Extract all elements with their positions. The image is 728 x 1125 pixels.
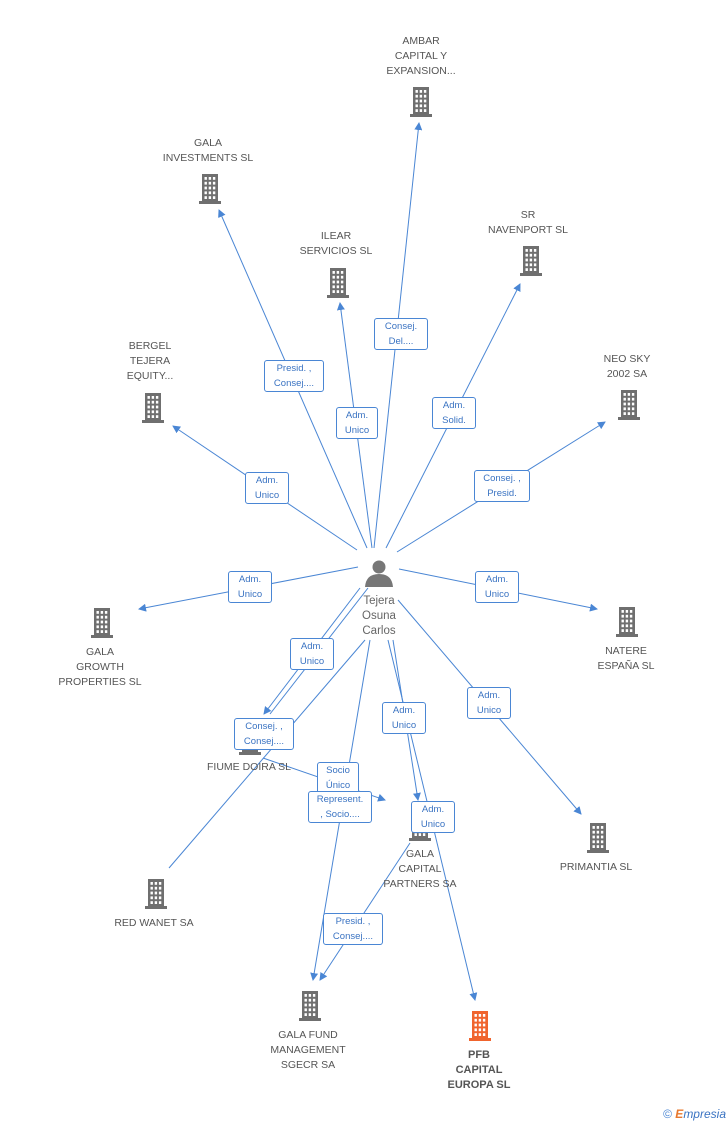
relation-label-bergel[interactable]: Adm. Unico: [245, 472, 289, 504]
relation-label-neosky[interactable]: Consej. , Presid.: [474, 470, 530, 502]
relation-label-gala-cap[interactable]: Adm. Unico: [382, 702, 426, 734]
relation-label-ilear[interactable]: Adm. Unico: [336, 407, 378, 439]
person-name[interactable]: Tejera Osuna Carlos: [362, 595, 396, 637]
relation-label-gala-growth[interactable]: Adm. Unico: [228, 571, 272, 603]
company-label-primantia[interactable]: PRIMANTIA SL: [559, 861, 633, 873]
company-label-gala-inv[interactable]: GALA INVESTMENTS SL: [162, 137, 254, 164]
brand-name: mpresia: [683, 1107, 726, 1121]
relation-label-fiume-a[interactable]: Adm. Unico: [290, 638, 334, 670]
company-label-neosky[interactable]: NEO SKY 2002 SA: [603, 353, 651, 380]
company-label-gala-growth[interactable]: GALA GROWTH PROPERTIES SL: [58, 646, 142, 688]
building-icon[interactable]: [469, 1011, 491, 1041]
relation-label-socio[interactable]: Socio Único: [317, 762, 359, 794]
company-label-ambar[interactable]: AMBAR CAPITAL Y EXPANSION...: [386, 35, 456, 77]
building-icon[interactable]: [520, 246, 542, 276]
company-label-natere[interactable]: NATERE ESPAÑA SL: [597, 645, 655, 672]
empresia-logo[interactable]: © Empresia: [663, 1107, 726, 1121]
company-label-fiume[interactable]: FIUME DOIRA SL: [206, 761, 291, 773]
relation-label-fiume-b[interactable]: Consej. , Consej....: [234, 718, 294, 750]
company-label-pfb[interactable]: PFB CAPITAL EUROPA SL: [447, 1049, 511, 1091]
relation-label-fund-presid[interactable]: Presid. , Consej....: [323, 913, 383, 945]
building-icon[interactable]: [91, 608, 113, 638]
relation-label-represent[interactable]: Represent. , Socio....: [308, 791, 372, 823]
brand-initial: E: [675, 1107, 684, 1121]
company-label-sr[interactable]: SR NAVENPORT SL: [488, 209, 568, 236]
relation-line: [168, 639, 366, 869]
company-label-gala-fund[interactable]: GALA FUND MANAGEMENT SGECR SA: [270, 1029, 346, 1071]
building-icon[interactable]: [199, 174, 221, 204]
building-icon[interactable]: [587, 823, 609, 853]
relation-label-ambar[interactable]: Consej. Del....: [374, 318, 428, 350]
person-icon[interactable]: [365, 560, 393, 588]
building-icon[interactable]: [327, 268, 349, 298]
company-label-bergel[interactable]: BERGEL TEJERA EQUITY...: [126, 340, 174, 382]
company-label-gala-cap[interactable]: GALA CAPITAL PARTNERS SA: [383, 848, 457, 890]
building-icon[interactable]: [299, 991, 321, 1021]
relation-label-pfb[interactable]: Adm. Unico: [411, 801, 455, 833]
building-icon[interactable]: [616, 607, 638, 637]
copyright-icon: ©: [663, 1107, 672, 1121]
relation-label-natere[interactable]: Adm. Unico: [475, 571, 519, 603]
relation-label-primantia[interactable]: Adm. Unico: [467, 687, 511, 719]
company-label-ilear[interactable]: ILEAR SERVICIOS SL: [299, 230, 373, 257]
building-icon[interactable]: [142, 393, 164, 423]
building-icon[interactable]: [145, 879, 167, 909]
building-icon[interactable]: [410, 87, 432, 117]
building-icon[interactable]: [618, 390, 640, 420]
relation-line: [319, 842, 411, 981]
company-label-redwanet[interactable]: RED WANET SA: [114, 917, 194, 929]
relation-label-sr[interactable]: Adm. Solid.: [432, 397, 476, 429]
relation-label-gala-inv[interactable]: Presid. , Consej....: [264, 360, 324, 392]
